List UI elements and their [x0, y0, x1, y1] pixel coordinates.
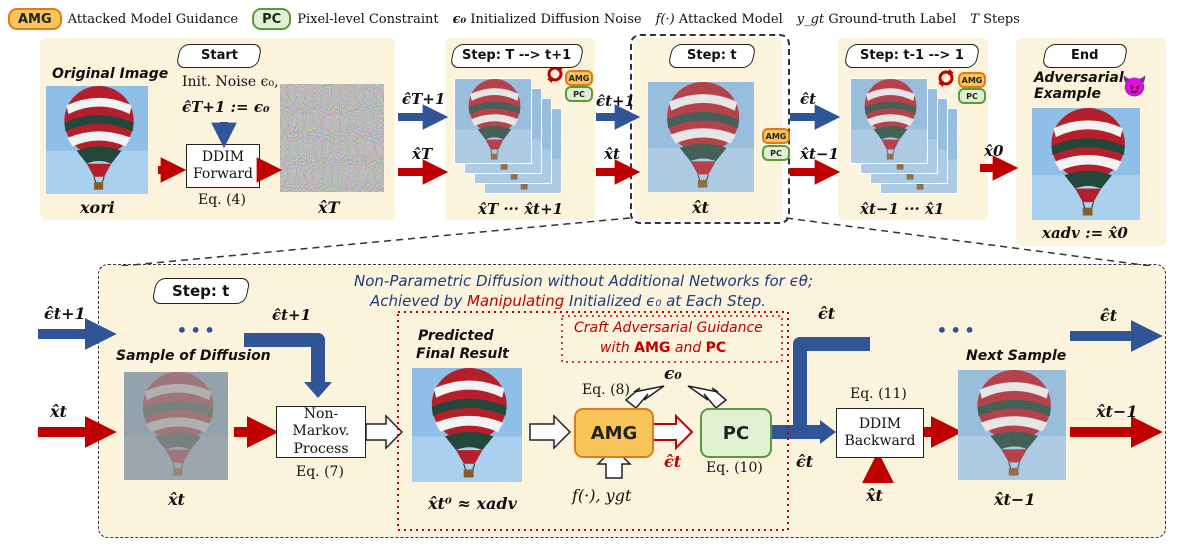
eps-t-up-label: ϵ̂t — [818, 304, 836, 323]
devil-icon: 😈 — [1122, 74, 1147, 98]
eps-hat-red-label: ϵ̂t — [664, 452, 682, 471]
xT-label: 𝒙̂T — [318, 198, 340, 217]
legend: AMG Attacked Model Guidance PC Pixel-lev… — [8, 6, 1020, 32]
predicted-to-amg-arrow — [529, 414, 572, 450]
step3-mini-pc: PC — [958, 88, 986, 104]
xt-under-ddim-label: 𝒙̂t — [866, 486, 883, 505]
stept-mini-pc: PC — [762, 145, 790, 161]
legend-ygt-symbol: y_gt — [796, 11, 825, 27]
adv-title: Adversarial Example — [1034, 70, 1124, 102]
predicted-title-2: Final Result — [416, 346, 509, 362]
legend-eps0-text: Initialized Diffusion Noise — [470, 11, 642, 27]
step-t-caption: 𝒙̂t — [692, 198, 709, 217]
x-adv-label: 𝒙adv := 𝒙̂0 — [1042, 224, 1128, 242]
xt1-right-label: 𝒙̂t−1 — [1096, 402, 1138, 421]
xT-arrow-label: 𝒙̂T — [412, 145, 433, 163]
eps-t1-top-label: ϵ̂t+1 — [272, 306, 312, 324]
legend-T-text: Steps — [983, 11, 1020, 27]
dots-right: ••• — [936, 318, 978, 342]
eps0-to-pc-arrow — [687, 385, 728, 410]
original-image-title: Original Image — [52, 66, 169, 82]
eps-top-bend-arrow — [244, 333, 325, 384]
pc-box: PC — [700, 408, 772, 458]
predicted-title-1: Predicted — [418, 328, 494, 344]
next-sample-caption: 𝒙̂t−1 — [994, 490, 1036, 509]
xt1-arrow-label: 𝒙̂t−1 — [800, 145, 839, 163]
eps-t-right-label: ϵ̂t — [1100, 306, 1118, 325]
legend-amg-text: Attacked Model Guidance — [67, 11, 239, 27]
eps-t-low-label: ϵ̂t — [796, 452, 814, 471]
headline-line1: Non-Parametric Diffusion without Additio… — [354, 272, 814, 290]
craft-line1: Craft Adversarial Guidance — [574, 320, 763, 336]
eq11-label: Eq. (11) — [850, 386, 907, 402]
craft-line2: with AMG and PC — [600, 340, 727, 356]
sample-caption: 𝒙̂t — [168, 490, 185, 509]
eps-T1-label: ϵ̂T+1 — [402, 90, 446, 108]
step1-mini-amg: AMG — [565, 70, 593, 86]
step-t-image — [648, 82, 754, 192]
f-ygt-label: f(·), ygt — [572, 486, 632, 505]
step3-stack-1 — [850, 78, 928, 164]
ddim-forward-box: DDIM Forward — [186, 144, 260, 188]
eq10-label: Eq. (10) — [706, 460, 763, 476]
eq8-label: Eq. (8) — [582, 382, 630, 398]
craft-dotted-frame — [397, 311, 789, 531]
step3-mini-amg: AMG — [958, 72, 986, 88]
x-ori-label: 𝒙ori — [80, 198, 115, 217]
step3-caption: 𝒙̂t−1 ··· 𝒙̂1 — [860, 200, 945, 218]
headline-line2: Achieved by Manipulating Initialized ϵ₀ … — [370, 292, 767, 310]
amg-box: AMG — [574, 408, 654, 458]
refresh-icon-2 — [938, 69, 954, 87]
step1-mini-pc: PC — [565, 86, 593, 102]
nonmarkov-to-predicted-arrow — [365, 414, 404, 450]
sample-title: Sample of Diffusion — [116, 348, 271, 364]
legend-f-text: Attacked Model — [678, 11, 783, 27]
dots-left: ••• — [176, 318, 218, 342]
init-noise-line2: ϵ̂T+1 := ϵ₀ — [182, 98, 270, 116]
eq4-label: Eq. (4) — [198, 192, 246, 208]
next-sample-title: Next Sample — [966, 348, 1067, 364]
refresh-icon-1 — [547, 65, 563, 83]
bottom-dashed-frame — [98, 264, 1166, 538]
legend-f-symbol: f(·) — [655, 11, 675, 27]
eps-t-label: ϵ̂t — [800, 90, 817, 108]
craft-title-dotted-frame — [561, 315, 783, 363]
step1-caption: 𝒙̂T ··· 𝒙̂t+1 — [478, 200, 564, 218]
predicted-caption: 𝒙̂t⁰ ≈ 𝒙adv — [428, 494, 517, 513]
zoom-line-left — [99, 217, 631, 269]
legend-amg-badge: AMG — [8, 8, 62, 30]
x0-arrow-label: 𝒙̂0 — [984, 142, 1004, 160]
next-sample-image — [958, 370, 1066, 480]
init-noise-line1: Init. Noise ϵ₀, — [182, 74, 279, 90]
legend-ygt-text: Ground-truth Label — [828, 11, 957, 27]
eps-t1-left-label: ϵ̂t+1 — [44, 304, 86, 323]
noise-image-xT — [280, 84, 384, 192]
xt-left-label: 𝒙̂t — [50, 402, 67, 421]
step1-stack-1 — [454, 78, 532, 164]
eps0-to-amg-arrow — [624, 385, 665, 410]
nonmarkov-box: Non-Markov. Process — [276, 406, 366, 458]
predicted-image — [412, 368, 522, 482]
legend-pc-badge: PC — [252, 8, 292, 30]
eq7-label: Eq. (7) — [296, 464, 344, 480]
legend-eps0-symbol: ϵ₀ — [452, 11, 467, 27]
legend-pc-text: Pixel-level Constraint — [297, 11, 439, 27]
zoom-line-right — [785, 217, 1167, 269]
xt-arrow-label: 𝒙̂t — [604, 145, 620, 163]
sample-image — [124, 372, 228, 480]
stept-mini-amg: AMG — [762, 128, 790, 144]
legend-T-symbol: T — [970, 11, 979, 27]
ddim-backward-box: DDIM Backward — [836, 408, 924, 458]
eps-t1-label: ϵ̂t+1 — [596, 92, 636, 110]
eps0-label: ϵ₀ — [664, 364, 682, 384]
amg-to-pc-arrow — [651, 413, 694, 451]
